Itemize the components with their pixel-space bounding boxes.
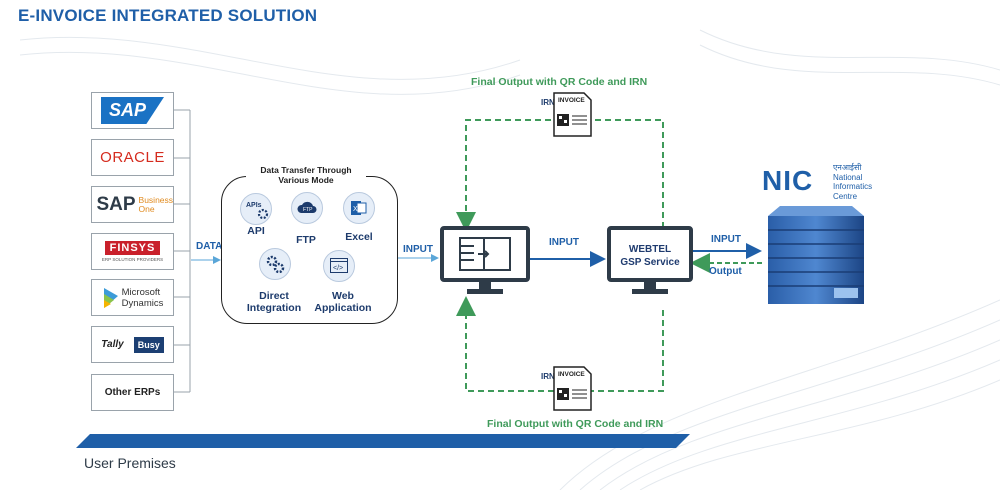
mode-direct-integration-label: Direct Integration [244,290,304,314]
web-code-icon: </> [323,250,355,282]
output-label: Output [709,266,742,277]
gears-icon [259,248,291,280]
erp-oracle: ORACLE [91,139,174,176]
user-premises-label: User Premises [84,455,176,471]
mode-ftp-label: FTP [296,234,316,246]
nic-server-icon [768,206,864,304]
erp-microsoft-dynamics: Microsoft Dynamics [91,279,174,316]
transfer-heading-line1: Data Transfer Through [260,165,352,175]
nic-hindi: एनआईसी [833,163,862,172]
svg-text:</>: </> [333,265,343,272]
doc-bottom-irn-label: IRN [541,372,555,381]
nic-line3: Centre [833,191,858,201]
mode-direct-line2: Integration [246,302,302,314]
nic-logo: NIC [762,165,814,196]
erp-sap: SAP [91,92,174,129]
svg-text:FTP: FTP [303,207,313,213]
mode-web-application-label: Web Application [312,290,374,314]
nic-line1: National [833,172,863,182]
erp-finsys: FINSYS ERP SOLUTION PROVIDERS [91,233,174,270]
erp-tally-busy: Tally Busy [91,326,174,363]
erp-finsys-label: FINSYS [104,241,161,255]
dynamics-logo-icon [103,287,118,308]
doc-top-irn-label: IRN [541,98,555,107]
erp-finsys-sub: ERP SOLUTION PROVIDERS [101,257,164,262]
page-title: E-INVOICE INTEGRATED SOLUTION [18,6,318,25]
data-label: DATA [196,241,223,252]
transfer-heading-line2: Various Mode [278,175,334,185]
erp-other: Other ERPs [91,374,174,411]
final-output-top-label: Final Output with QR Code and IRN [471,76,648,88]
final-output-bottom-label: Final Output with QR Code and IRN [487,418,664,430]
erp-tally-label: Tally [101,339,124,350]
erp-sap-b1-sub: Business One [138,194,174,214]
mode-direct-line1: Direct [259,290,289,302]
erp-sap-label: SAP [108,100,146,120]
input-label-1: INPUT [403,244,433,255]
doc-bottom-invoice-label: INVOICE [558,371,585,378]
erp-other-label: Other ERPs [104,387,161,398]
gsp-monitor-icon [607,226,693,294]
nic-logo-text: एनआईसी National Informatics Centre [833,163,872,201]
mode-api-label: API [247,225,265,237]
erp-sap-b1-label: SAP [96,193,136,215]
transfer-heading: Data Transfer Through Various Mode [246,165,366,185]
final-output-loop-top [456,119,664,232]
erp-sap-business-one: SAP Business One [91,186,174,223]
mode-web-line2: Application [314,302,372,314]
gsp-line1: WEBTEL [628,244,672,255]
cloud-ftp-icon: FTP [291,192,323,224]
svg-text:X: X [353,206,358,213]
erp-microsoft-label: Microsoft [121,286,161,298]
mode-excel-label: Excel [345,231,373,243]
invoice-document-icon-top [553,92,592,137]
excel-icon: X [343,192,375,224]
final-output-loop-bottom [456,296,664,392]
gsp-service-label: WEBTEL GSP Service [611,243,689,269]
mode-web-line1: Web [332,290,354,302]
integration-monitor-icon [440,226,530,294]
gsp-line2: GSP Service [620,257,680,268]
erp-oracle-label: ORACLE [100,149,165,166]
invoice-document-icon-bottom [553,366,592,411]
user-premises-bar [76,434,690,448]
api-gear-icon: APIs [240,193,272,225]
doc-top-invoice-label: INVOICE [558,97,585,104]
erp-dynamics-label: Dynamics [121,297,164,309]
erp-busy-label: Busy [133,336,164,353]
nic-line2: Informatics [833,182,873,191]
input-label-3: INPUT [711,234,741,245]
input-label-2: INPUT [549,237,579,248]
